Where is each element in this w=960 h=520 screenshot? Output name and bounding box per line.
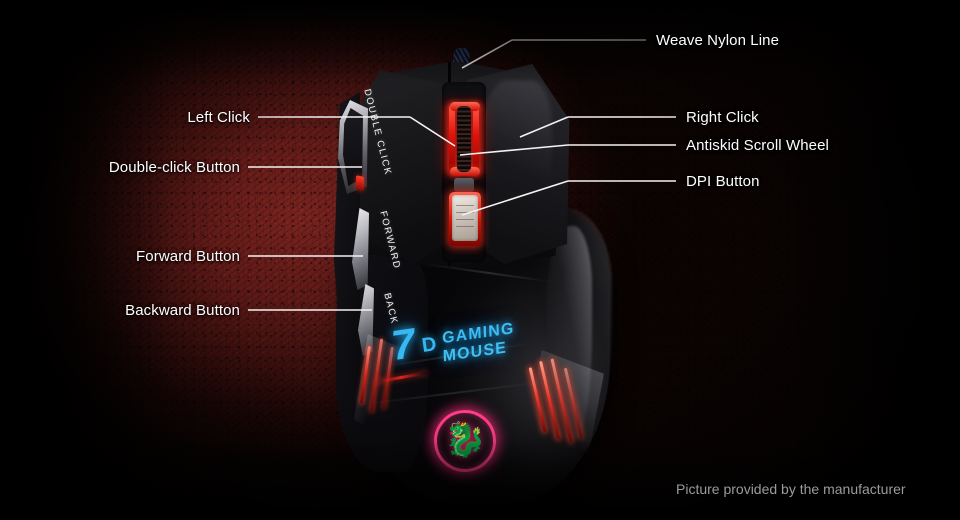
label-right-click: Right Click	[686, 109, 759, 126]
label-double-click-button: Double-click Button	[108, 159, 240, 176]
manufacturer-credit: Picture provided by the manufacturer	[676, 481, 906, 497]
label-forward-button: Forward Button	[136, 248, 240, 265]
label-backward-button: Backward Button	[125, 302, 240, 319]
label-antiskid-scroll-wheel: Antiskid Scroll Wheel	[686, 137, 829, 154]
label-left-click: Left Click	[187, 109, 250, 126]
label-weave-nylon-line: Weave Nylon Line	[656, 32, 780, 49]
label-dpi-button: DPI Button	[686, 173, 760, 190]
